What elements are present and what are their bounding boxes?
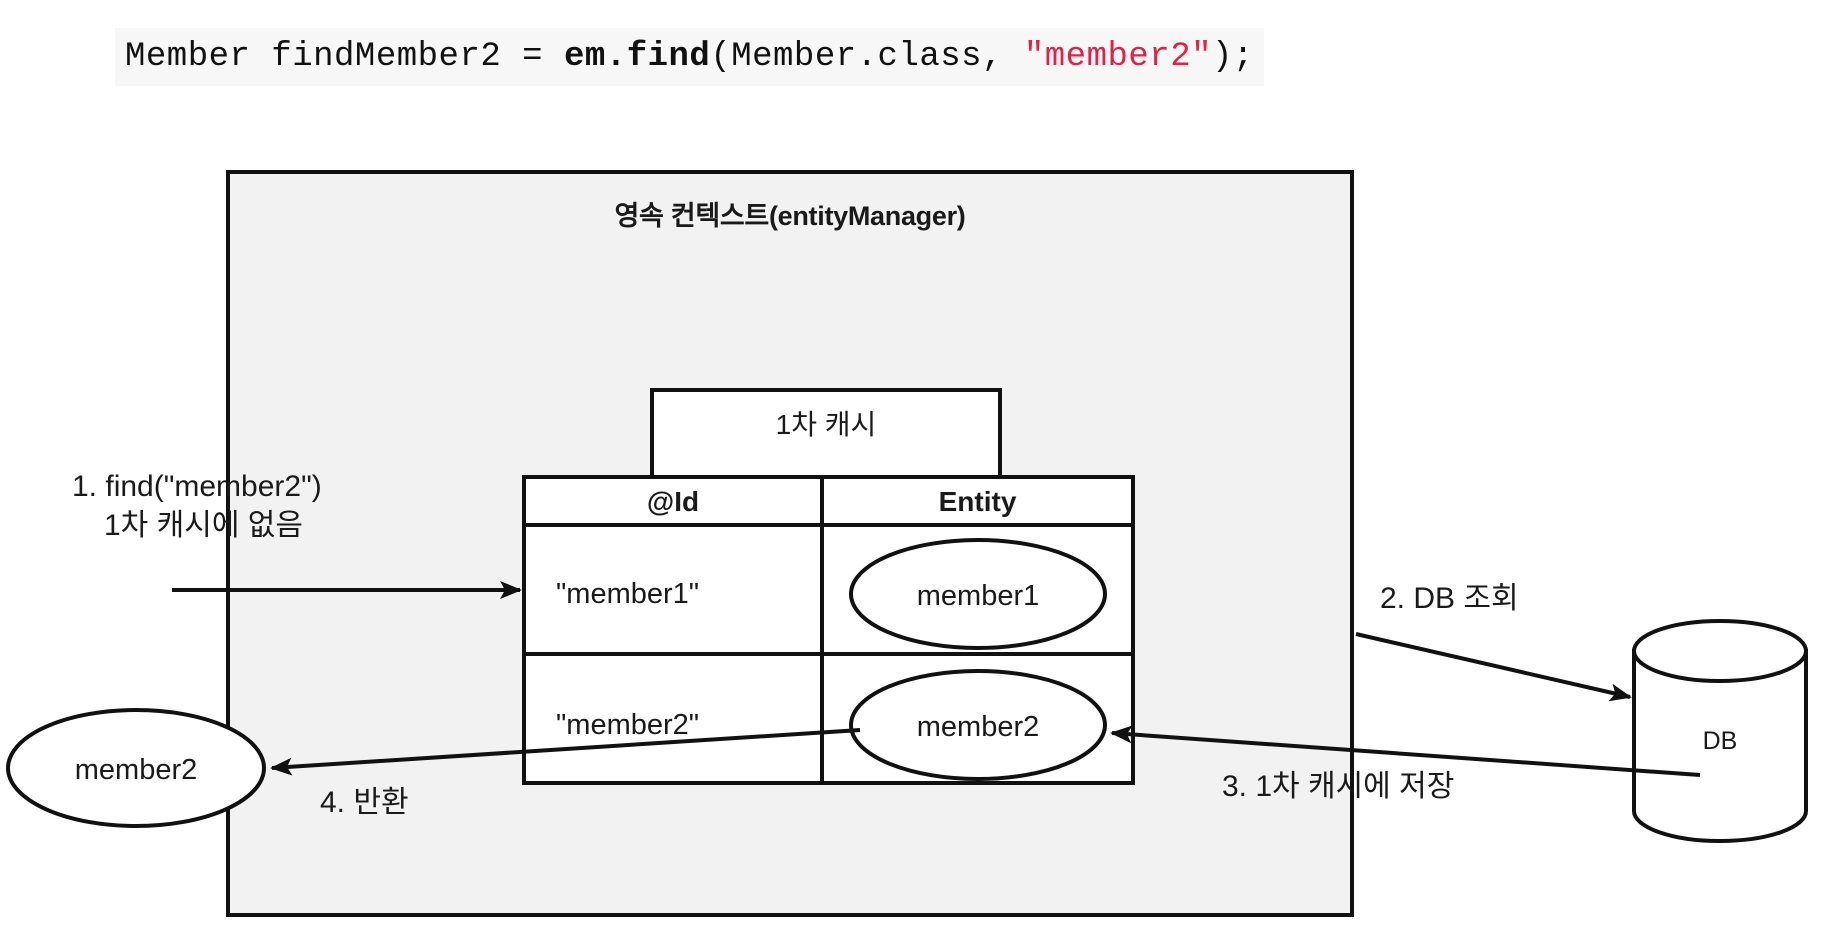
persistence-context-title: 영속 컨텍스트(entityManager) — [614, 201, 966, 231]
code-method: em.find — [563, 38, 711, 76]
cache-column-header-entity: Entity — [938, 486, 1017, 517]
code-string-arg: "member2" — [1023, 38, 1213, 76]
code-args-open: (Member.class, — [710, 38, 1024, 76]
returned-entity-label: member2 — [74, 754, 198, 786]
cache-row-0-entity-label: member1 — [916, 580, 1040, 612]
arrow-return-entity — [270, 728, 861, 776]
cache-column-header-id: @Id — [646, 486, 700, 517]
step-2-label: 2. DB 조회 — [1380, 582, 1519, 615]
step-4-label: 4. 반환 — [320, 786, 409, 819]
first-level-cache-header-box — [650, 388, 1002, 479]
arrow-store-in-cache — [1110, 725, 1701, 777]
step-1-line-1: 1. find("member2") — [72, 470, 322, 503]
cache-row-1-entity-label: member2 — [916, 711, 1040, 743]
step-1-line-2: 1차 캐시에 없음 — [104, 509, 303, 542]
code-snippet: Member findMember2 = em.find(Member.clas… — [115, 28, 1264, 86]
entity-ellipse-member2 — [849, 669, 1107, 781]
step-3-label: 3. 1차 캐시에 저장 — [1222, 770, 1455, 803]
returned-entity-ellipse — [6, 708, 266, 828]
code-args-close: ); — [1212, 38, 1254, 76]
entity-ellipse-member1 — [849, 538, 1107, 650]
database-label: DB — [1702, 727, 1738, 755]
arrow-db-query — [1355, 632, 1632, 702]
code-prefix: Member findMember2 = — [125, 38, 564, 76]
first-level-cache-title: 1차 캐시 — [775, 409, 877, 440]
cache-row-0-id: "member1" — [556, 578, 700, 610]
database-cylinder — [1632, 619, 1808, 843]
cache-row-1-id: "member2" — [556, 709, 700, 741]
